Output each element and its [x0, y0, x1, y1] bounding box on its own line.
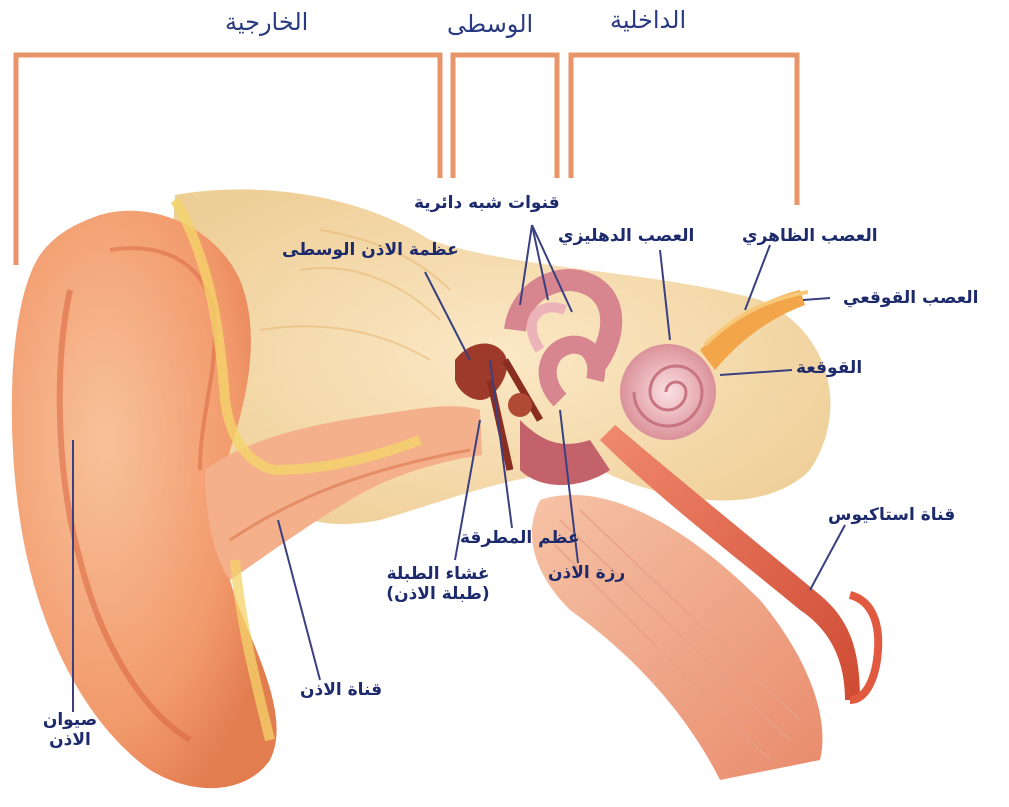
middle-ear-title: الوسطى — [447, 10, 533, 39]
auricle-label: صيوان الاذن — [25, 710, 115, 751]
eardrum-label-line2: (طبلة الاذن) — [378, 584, 498, 604]
eardrum-label-line1: غشاء الطبلة — [378, 564, 498, 584]
outer-ear-title: الخارجية — [225, 8, 308, 37]
auricle-label-line2: الاذن — [25, 730, 115, 750]
inner-ear-title: الداخلية — [610, 6, 686, 35]
ear-canal-label: قناة الاذن — [300, 680, 382, 700]
auricle-label-line1: صيوان — [25, 710, 115, 730]
cochlea-label: القوقعة — [796, 358, 862, 378]
oval-window-label: رزة الاذن — [548, 563, 625, 583]
semicircular-canals-label: قنوات شبه دائرية — [414, 193, 560, 213]
eardrum-label: غشاء الطبلة (طبلة الاذن) — [378, 564, 498, 605]
middle-ear-bracket — [453, 55, 557, 178]
inner-ear-bracket — [571, 55, 797, 205]
middle-ear-bone-label: عظمة الاذن الوسطى — [282, 240, 459, 260]
facial-nerve-label: العصب الظاهري — [742, 226, 878, 246]
vestibular-nerve-label: العصب الدهليزي — [558, 226, 694, 246]
malleus-label: عظم المطرقة — [460, 528, 580, 548]
eustachian-tube-label: قناة استاكيوس — [828, 505, 955, 525]
cochlear-nerve-label: العصب القوقعي — [843, 288, 979, 308]
